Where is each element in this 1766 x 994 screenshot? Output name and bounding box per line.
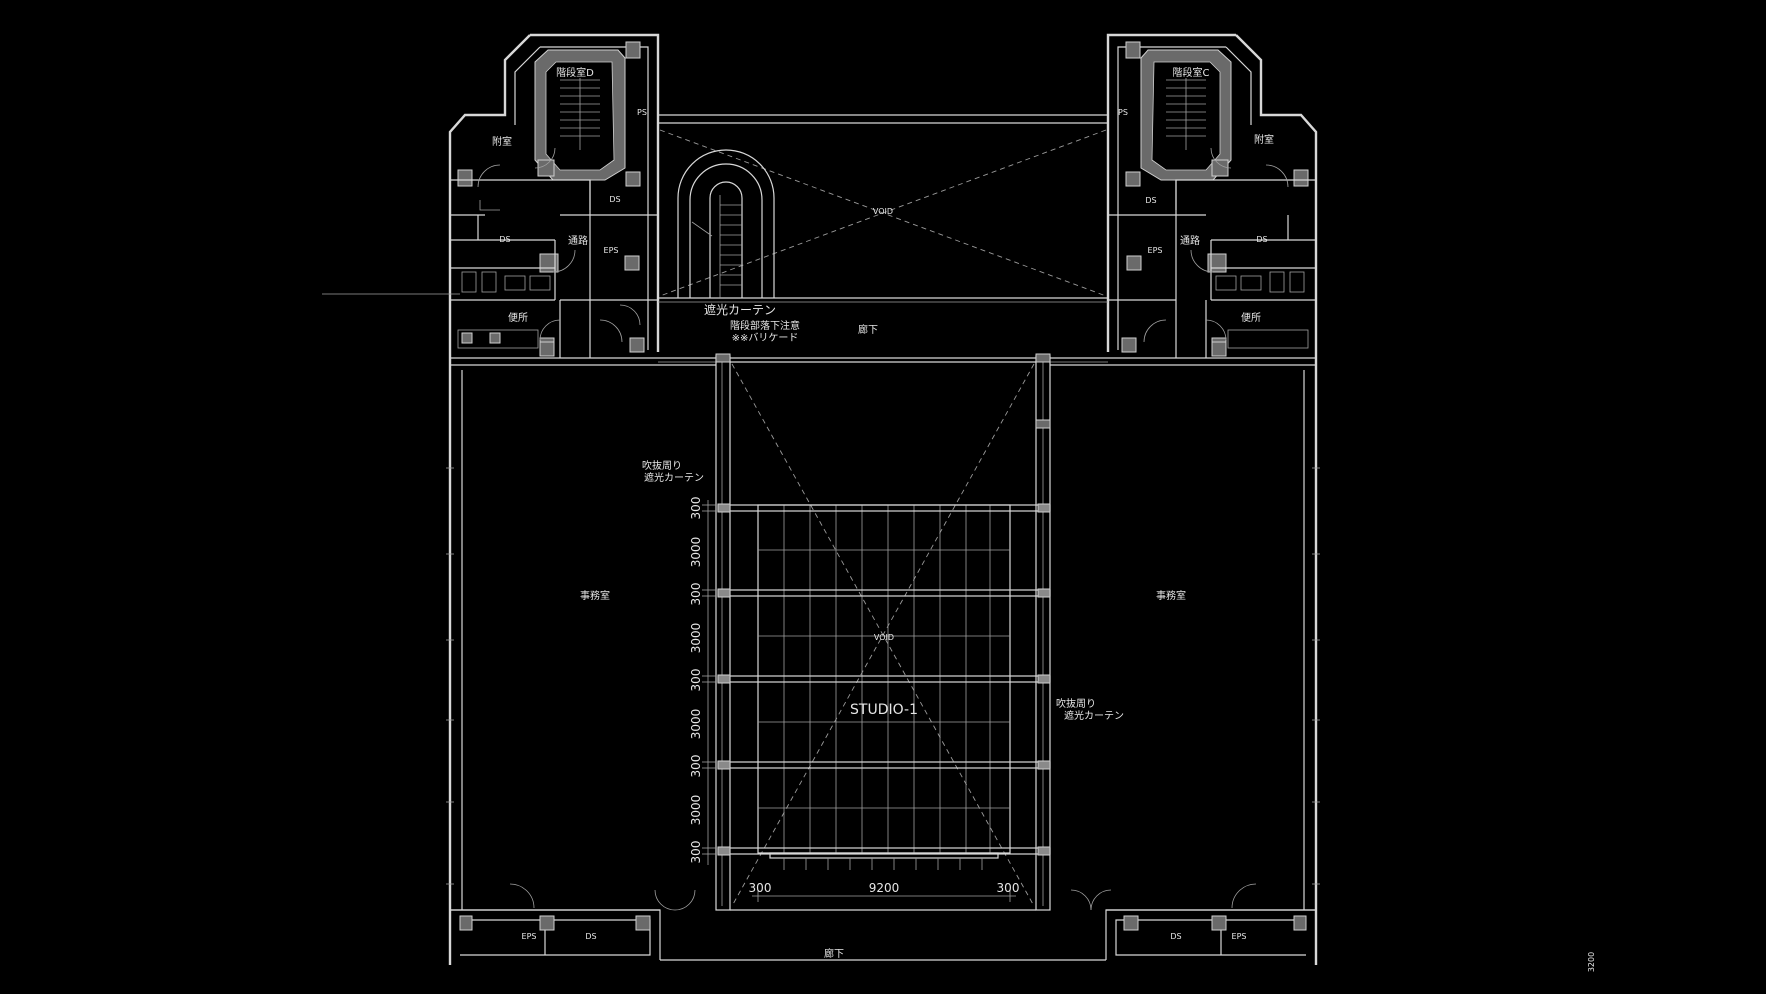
label-corridor-lower: 廊下 [824, 947, 844, 960]
label-passage-left: 通路 [568, 234, 588, 247]
label-toilet-left: 便所 [508, 311, 528, 324]
truss-nodes [717, 503, 1051, 856]
label-void-atrium: VOID [874, 633, 894, 642]
label-eps-bottom-left: EPS [522, 932, 537, 941]
dim-b-1: 9200 [869, 881, 900, 895]
stair-d-treads [560, 78, 600, 150]
label-ds-bottom-right: DS [1170, 932, 1181, 941]
dim-b-0: 300 [749, 881, 772, 895]
plan-labels: 階段室D 階段室C PS PS 附室 附室 DS DS DS DS 通路 通路 … [492, 66, 1596, 972]
label-ds-left-upper: DS [609, 195, 620, 204]
label-ds-bottom-left: DS [585, 932, 596, 941]
dim-v-0: 300 [689, 497, 703, 520]
label-eps-right: EPS [1148, 246, 1163, 255]
label-void-upper: VOID [873, 207, 893, 216]
right-core [1106, 33, 1318, 359]
truss-beams [717, 504, 1051, 855]
dim-v-5: 3000 [689, 709, 703, 740]
vertical-dimensions: 300 3000 300 3000 300 3000 300 3000 300 [689, 497, 703, 864]
label-stair-warning-1: 階段部落下注意 [730, 319, 800, 332]
label-eps-bottom-right: EPS [1232, 932, 1247, 941]
label-studio: STUDIO-1 [850, 702, 918, 718]
dim-v-7: 3000 [689, 795, 703, 826]
label-toilet-right: 便所 [1241, 311, 1261, 324]
label-annex-right: 附室 [1254, 133, 1274, 146]
dim-b-2: 300 [997, 881, 1020, 895]
column-ticks [446, 467, 1320, 885]
label-annex-left: 附室 [492, 135, 512, 148]
truss-grid [758, 505, 1010, 853]
dim-v-2: 300 [689, 583, 703, 606]
upper-void [658, 114, 1108, 303]
main-floor [446, 358, 1320, 965]
label-atrium-right-1: 吹抜周り [1056, 697, 1096, 710]
label-stair-d: 階段室D [556, 66, 594, 79]
label-ps-left: PS [637, 108, 647, 117]
label-ds-right-upper: DS [1145, 196, 1156, 205]
label-atrium-left-1: 吹抜周り [642, 459, 682, 472]
label-passage-right: 通路 [1180, 234, 1200, 247]
label-ds-left-lower: DS [499, 235, 510, 244]
light-fixtures [783, 858, 983, 870]
dim-v-6: 300 [689, 755, 703, 778]
spiral-stair-treads [719, 195, 742, 298]
dim-v-3: 3000 [689, 623, 703, 654]
dim-v-4: 300 [689, 669, 703, 692]
label-eps-left: EPS [604, 246, 619, 255]
label-atrium-right-2: 遮光カーテン [1064, 709, 1124, 722]
label-office-right: 事務室 [1156, 589, 1186, 602]
label-stair-c: 階段室C [1173, 66, 1210, 79]
dimension-ticks [702, 504, 716, 855]
label-scale: 3200 [1587, 952, 1596, 972]
dim-v-1: 3000 [689, 537, 703, 568]
dim-v-8: 300 [689, 841, 703, 864]
left-core [322, 33, 660, 359]
label-ds-right-lower: DS [1256, 235, 1267, 244]
bottom-dimensions: 300 9200 300 [749, 881, 1020, 895]
label-atrium-left-2: 遮光カーテン [644, 471, 704, 484]
label-ps-right: PS [1118, 108, 1128, 117]
label-corridor-upper: 廊下 [858, 323, 878, 336]
atrium [702, 353, 1051, 911]
label-blackout-curtain: 遮光カーテン [704, 302, 776, 317]
label-stair-warning-2: ※※バリケード [732, 332, 799, 344]
label-office-left: 事務室 [580, 589, 610, 602]
